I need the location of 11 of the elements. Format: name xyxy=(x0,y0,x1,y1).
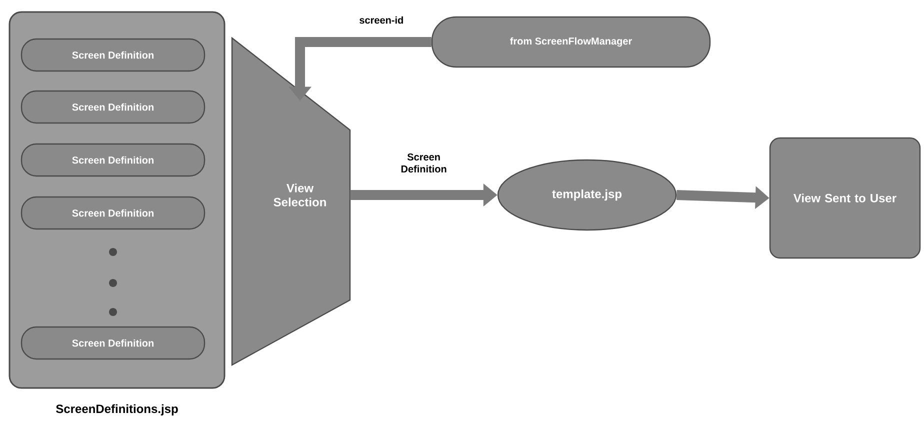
ellipse-node: template.jsp xyxy=(497,159,677,231)
rounded-box: Screen Definition xyxy=(20,196,206,230)
rounded-box: Screen Definition xyxy=(20,143,206,177)
node-label: ScreenDefinitions.jsp xyxy=(56,404,178,416)
rounded-box: Screen Definition xyxy=(20,38,206,72)
rounded-box: Screen Definition xyxy=(20,90,206,124)
edge-label: screen-id xyxy=(360,16,403,24)
process-box: View Sent to User xyxy=(769,137,921,259)
edge-label: Screen Definition xyxy=(401,153,446,173)
rounded-box: from ScreenFlowManager xyxy=(431,16,711,68)
rounded-box: Screen Definition xyxy=(20,326,206,360)
